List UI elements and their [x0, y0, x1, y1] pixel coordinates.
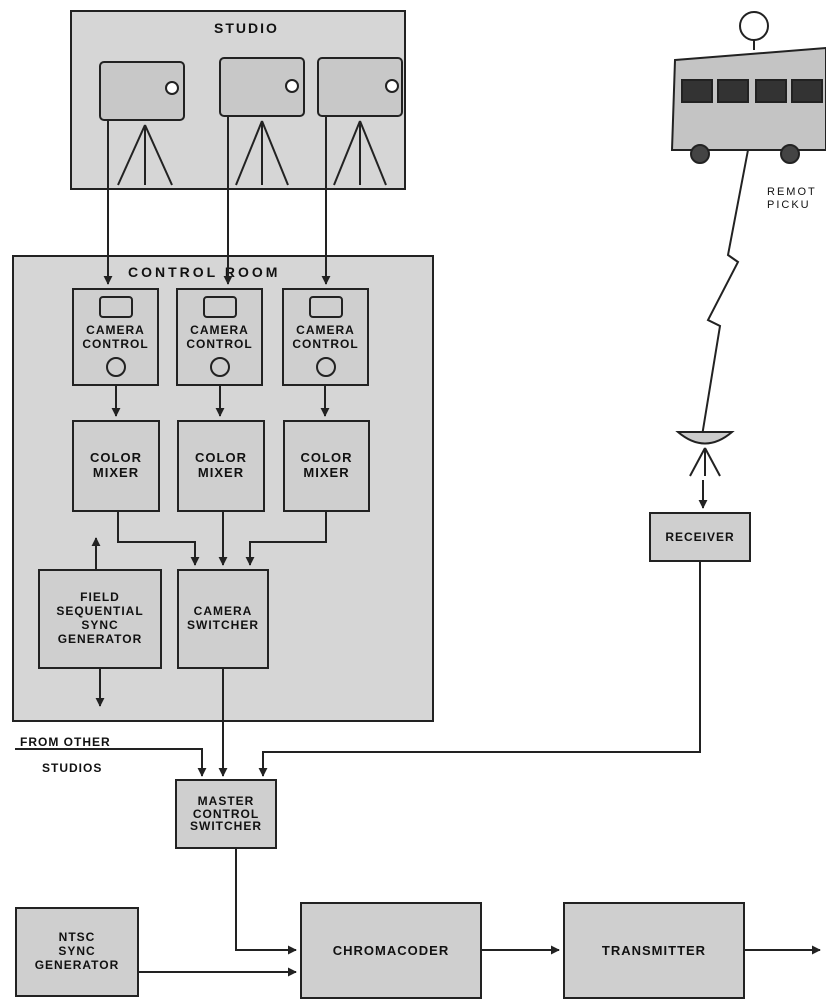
dial-icon: [209, 356, 230, 377]
monitor-icon: [98, 296, 133, 318]
receiver-box: RECEIVER: [649, 512, 751, 562]
control-room-title: CONTROL ROOM: [128, 264, 281, 280]
monitor-icon: [202, 296, 237, 318]
color-mixer-3: COLOR MIXER: [283, 420, 370, 512]
camera-control-label: CAMERA CONTROL: [82, 323, 149, 351]
ntsc-sync-generator: NTSC SYNC GENERATOR: [15, 907, 139, 997]
studio-title: STUDIO: [214, 20, 279, 36]
field-sequential-sync-generator: FIELD SEQUENTIAL SYNC GENERATOR: [38, 569, 162, 669]
studio-camera-2: [219, 57, 305, 186]
camera-switcher: CAMERA SWITCHER: [177, 569, 269, 669]
camera-control-2: CAMERA CONTROL: [176, 288, 263, 386]
camera-control-label: CAMERA CONTROL: [186, 323, 253, 351]
remote-truck: [670, 11, 826, 164]
camera-control-1: CAMERA CONTROL: [72, 288, 159, 386]
monitor-icon: [308, 296, 343, 318]
microwave-link: [701, 149, 749, 437]
camera-control-3: CAMERA CONTROL: [282, 288, 369, 386]
camera-control-label: CAMERA CONTROL: [292, 323, 359, 351]
from-other-label: FROM OTHER: [20, 735, 111, 749]
studio-camera-1: [99, 61, 185, 186]
remote-pickup-label: REMOT PICKU: [767, 186, 817, 211]
studios-label: STUDIOS: [42, 761, 103, 775]
studio-camera-3: [317, 57, 403, 186]
transmitter-box: TRANSMITTER: [563, 902, 745, 999]
receiving-dish: [675, 431, 735, 477]
color-mixer-1: COLOR MIXER: [72, 420, 160, 512]
dial-icon: [105, 356, 126, 377]
master-control-switcher: MASTER CONTROL SWITCHER: [175, 779, 277, 849]
chromacoder-box: CHROMACODER: [300, 902, 482, 999]
color-mixer-2: COLOR MIXER: [177, 420, 265, 512]
dial-icon: [315, 356, 336, 377]
